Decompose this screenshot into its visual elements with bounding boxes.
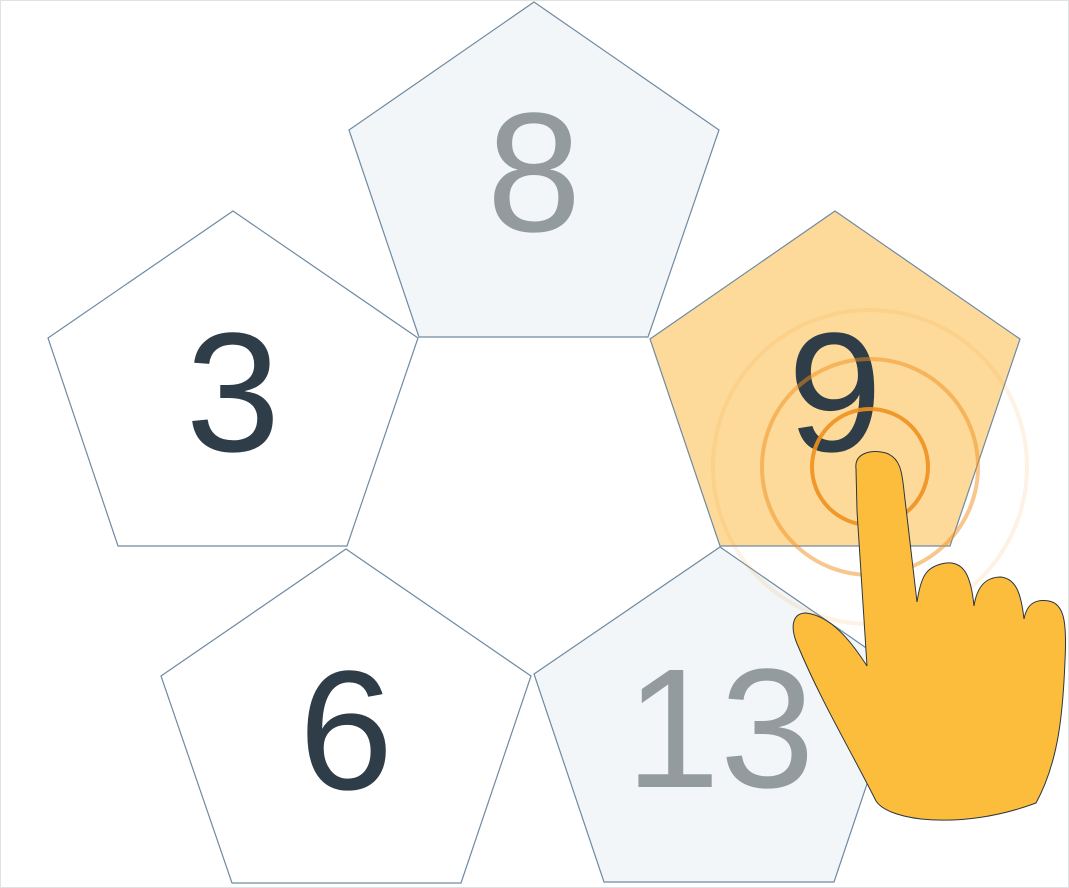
tile-6[interactable]: 6 xyxy=(160,548,532,884)
tile-value: 13 xyxy=(625,634,814,824)
tile-8[interactable]: 8 xyxy=(348,1,720,338)
tile-3[interactable]: 3 xyxy=(47,210,419,547)
tile-value: 3 xyxy=(186,298,281,488)
tile-value: 8 xyxy=(487,78,582,268)
tile-9[interactable]: 9 xyxy=(649,210,1021,547)
pointing-hand-icon xyxy=(792,451,1067,821)
tile-value: 6 xyxy=(299,636,394,826)
